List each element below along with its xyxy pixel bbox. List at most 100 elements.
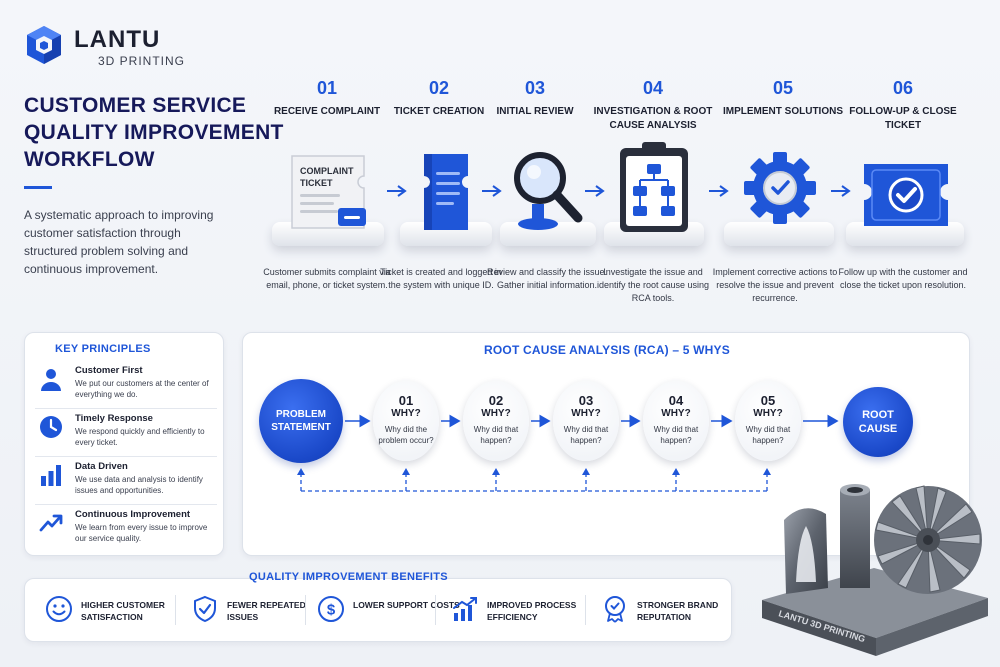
why-question: Why did that happen? <box>473 425 519 445</box>
why-node-3: 03 WHY? Why did that happen? <box>553 381 619 461</box>
step-description: Ticket is created and logged in the syst… <box>380 267 502 290</box>
title-underline <box>24 186 52 189</box>
brand-name: LANTU <box>74 26 161 53</box>
benefit-divider <box>585 595 586 625</box>
why-number: 04 <box>668 393 684 408</box>
benefit-divider <box>435 595 436 625</box>
benefit-label: IMPROVED PROCESS EFFICIENCY <box>487 600 577 622</box>
step-title: RECEIVE COMPLAINT <box>273 106 381 117</box>
gear-check-icon <box>744 152 816 224</box>
principle-title: Customer First <box>75 365 143 376</box>
principle-title: Continuous Improvement <box>75 509 191 520</box>
why-node-4: 04 WHY? Why did that happen? <box>643 381 709 461</box>
step-number: 04 <box>642 78 664 98</box>
shield-check-icon <box>194 595 216 623</box>
growth-chart-icon <box>453 597 477 621</box>
why-number: 02 <box>488 393 504 408</box>
step-number: 06 <box>892 78 914 98</box>
why-question: Why did that happen? <box>563 425 609 445</box>
principle-description: We put our customers at the center of ev… <box>75 379 209 399</box>
step-title: TICKET CREATION <box>393 106 485 117</box>
step-description: Review and classify the issue. Gather in… <box>486 267 608 290</box>
smiley-icon <box>46 596 72 622</box>
why-label: WHY? <box>753 408 783 419</box>
principle-description: We respond quickly and efficiently to ev… <box>75 427 205 447</box>
step-description: Customer submits complaint via email, ph… <box>263 267 391 290</box>
why-number: 03 <box>578 393 594 408</box>
benefit-label: FEWER REPEATED ISSUES <box>227 600 306 622</box>
key-principles-panel: KEY PRINCIPLES Customer First We put our… <box>24 332 224 556</box>
ticket-check-icon <box>864 164 948 226</box>
why-label: WHY? <box>391 408 421 419</box>
benefit-divider <box>305 595 306 625</box>
why-question: Why did the problem occur? <box>378 425 434 445</box>
why-label: WHY? <box>481 408 511 419</box>
brand-logo: LANTU 3D PRINTING <box>24 24 224 70</box>
benefit-divider <box>175 595 176 625</box>
brand-subtitle: 3D PRINTING <box>98 54 186 68</box>
step-title: INVESTIGATION & ROOT CAUSE ANALYSIS <box>593 106 713 131</box>
why-node-1: 01 WHY? Why did the problem occur? <box>373 381 439 461</box>
why-node-5: 05 WHY? Why did that happen? <box>735 381 801 461</box>
principle-data-driven: Data Driven We use data and analysis to … <box>35 459 217 505</box>
benefits-panel: QUALITY IMPROVEMENT BENEFITS HIGHER CUST… <box>24 571 732 642</box>
step-number: 03 <box>524 78 546 98</box>
step-4: 04 INVESTIGATION & ROOT CAUSE ANALYSIS <box>588 78 718 133</box>
rca-connectors <box>297 414 839 492</box>
step-title: FOLLOW-UP & CLOSE TICKET <box>849 106 957 131</box>
why-question: Why did that happen? <box>653 425 699 445</box>
step-number: 05 <box>772 78 794 98</box>
why-label: WHY? <box>571 408 601 419</box>
root-cause-node: ROOT CAUSE <box>843 387 913 457</box>
principle-description: We use data and analysis to identify iss… <box>75 475 203 495</box>
step-2: 02 TICKET CREATION <box>374 78 504 119</box>
page-title: CUSTOMER SERVICE QUALITY IMPROVEMENT WOR… <box>24 94 284 171</box>
clipboard-flowchart-icon <box>620 142 688 232</box>
principle-customer-first: Customer First We put our customers at t… <box>35 363 217 409</box>
benefit-label: LOWER SUPPORT COSTS <box>353 600 460 610</box>
why-question: Why did that happen? <box>745 425 791 445</box>
step-1: 01 RECEIVE COMPLAINT <box>262 78 392 119</box>
complaint-ticket-text: COMPLAINT <box>300 166 354 176</box>
svg-text:TICKET: TICKET <box>300 178 333 188</box>
step-description: Implement corrective actions to resolve … <box>712 267 838 303</box>
benefit-label: HIGHER CUSTOMER SATISFACTION <box>81 600 165 622</box>
principle-title: Timely Response <box>75 413 153 424</box>
bar-chart-icon <box>41 465 61 486</box>
step-number: 01 <box>316 78 338 98</box>
why-node-2: 02 WHY? Why did that happen? <box>463 381 529 461</box>
why-label: WHY? <box>661 408 691 419</box>
cube-logo-icon <box>27 26 61 64</box>
principle-continuous-improvement: Continuous Improvement We learn from eve… <box>35 507 217 553</box>
rca-title: ROOT CAUSE ANALYSIS (RCA) – 5 WHYS <box>484 343 730 357</box>
svg-text:$: $ <box>327 602 336 619</box>
step-description: Follow up with the customer and close th… <box>838 267 968 290</box>
step-title: INITIAL REVIEW <box>496 106 574 117</box>
arrow-right-icon <box>709 185 729 197</box>
step-6: 06 FOLLOW-UP & CLOSE TICKET <box>838 78 968 133</box>
benefits-title: QUALITY IMPROVEMENT BENEFITS <box>249 571 448 583</box>
ticket-icon <box>424 154 468 230</box>
why-number: 01 <box>398 393 414 408</box>
problem-statement-node: PROBLEM STATEMENT <box>259 379 343 463</box>
principle-title: Data Driven <box>75 461 128 472</box>
trend-up-icon <box>39 514 63 532</box>
award-icon <box>605 596 625 623</box>
person-icon <box>41 369 61 391</box>
arrow-right-icon <box>831 185 851 197</box>
magnifier-icon <box>514 152 583 230</box>
complaint-ticket-icon: COMPLAINT TICKET <box>291 155 366 229</box>
key-principles-title: KEY PRINCIPLES <box>55 343 151 355</box>
step-5: 05 IMPLEMENT SOLUTIONS <box>718 78 848 119</box>
step-number: 02 <box>428 78 450 98</box>
step-5-pedestal <box>724 222 834 246</box>
arrow-right-icon <box>482 185 502 197</box>
3d-printed-part-illustration: LANTU 3D PRINTING <box>762 484 988 656</box>
rca-panel: ROOT CAUSE ANALYSIS (RCA) – 5 WHYS PROBL… <box>242 332 970 556</box>
step-title: IMPLEMENT SOLUTIONS <box>723 106 843 117</box>
arrow-right-icon <box>585 185 605 197</box>
principle-timely-response: Timely Response We respond quickly and e… <box>35 411 217 457</box>
why-number: 05 <box>760 393 776 408</box>
clock-icon <box>40 416 62 438</box>
step-description: Investigate the issue and identify the r… <box>596 267 710 303</box>
